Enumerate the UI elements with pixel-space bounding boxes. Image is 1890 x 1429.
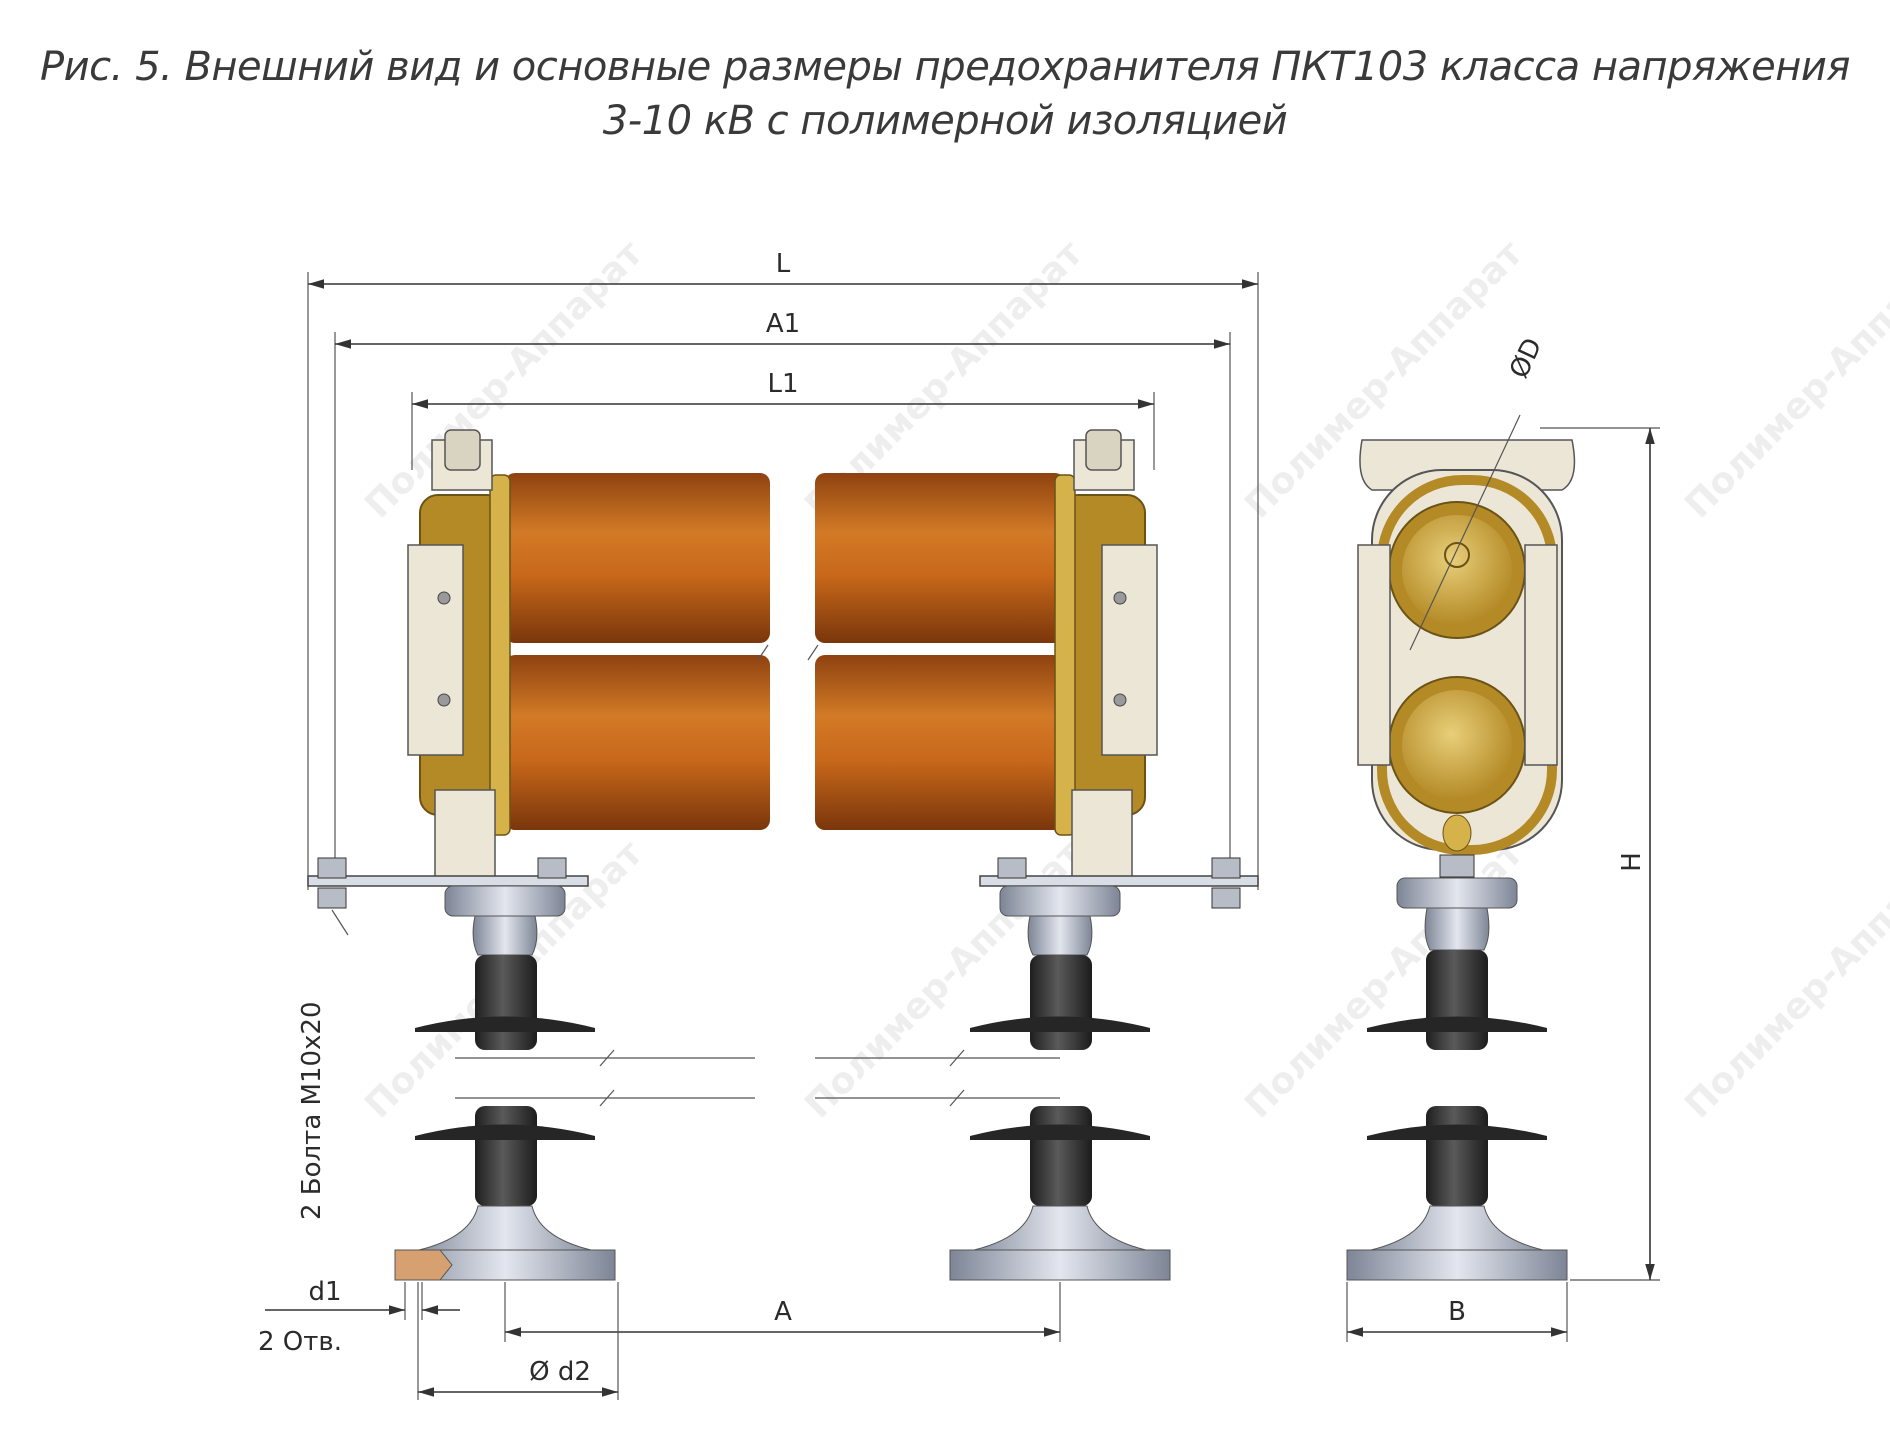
watermark-text: Полимер-Аппарат — [1677, 233, 1890, 526]
side-support-insulator — [1346, 877, 1568, 1281]
fuse-tube-upper — [505, 473, 1065, 643]
watermark-text: Полимер-Аппарат — [1677, 833, 1890, 1126]
dim-A-label: A — [774, 1297, 792, 1327]
dim-L1-label: L1 — [767, 369, 798, 399]
dim-D-label: ØD — [1504, 334, 1548, 383]
lower-cap-face — [1402, 690, 1512, 800]
dim-A1-label: A1 — [766, 309, 800, 339]
dim-B-label: B — [1448, 1297, 1466, 1327]
bolt-icon — [537, 857, 567, 879]
bolts-label: 2 Болта М10х20 — [297, 1002, 327, 1221]
right-contact-assembly — [1054, 429, 1158, 881]
left-contact-assembly — [407, 429, 511, 881]
bolt-icon — [997, 857, 1027, 879]
left-base-plate — [307, 875, 589, 887]
upper-cap-face — [1402, 515, 1512, 625]
right-support-insulator — [815, 885, 1171, 1281]
bolt-icon — [1211, 857, 1241, 909]
dim-L-label: L — [776, 249, 791, 279]
left-support-insulator — [394, 885, 755, 1281]
holes-label: 2 Отв. — [258, 1327, 342, 1357]
front-view: L A1 L1 — [258, 249, 1259, 1400]
page-title: Рис. 5. Внешний вид и основные размеры п… — [40, 44, 1850, 144]
fuse-tube-lower — [505, 655, 1065, 830]
dim-d1-label: d1 — [308, 1277, 341, 1307]
dim-H-label: H — [1617, 852, 1647, 872]
bolt-icon — [317, 857, 347, 909]
dim-d2-label: Ø d2 — [529, 1357, 591, 1387]
bolt-icon — [1439, 854, 1475, 878]
side-view: ØD H B — [1346, 334, 1660, 1342]
right-base-plate — [979, 875, 1259, 887]
